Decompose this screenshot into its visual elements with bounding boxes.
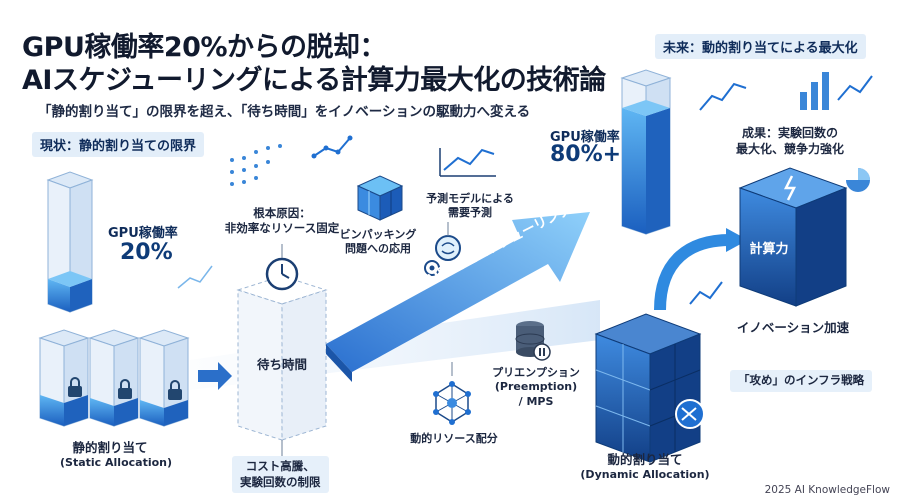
static-allocation-label: 静的割り当て (Static Allocation)	[60, 440, 173, 471]
bin-packing-line-1: ビンパッキング	[339, 228, 417, 241]
arrow-to-waiting	[198, 362, 232, 390]
bin-packing-icon	[356, 175, 404, 221]
preempt-line-2: (Preemption)	[494, 380, 578, 394]
gpu-column-80	[620, 69, 672, 235]
title-line-1: GPU稼働率20%からの脱却：	[22, 32, 387, 63]
dynamic-line-2: (Dynamic Allocation)	[580, 468, 710, 482]
current-state-tag: 現状：静的割り当ての限界	[32, 132, 205, 157]
strategy-label: 「攻め」のインフラ戦略	[730, 370, 873, 392]
network-icon	[433, 362, 471, 425]
bin-packing-label: ビンパッキング 問題への応用	[330, 228, 426, 257]
cost-line-1: コスト高騰、	[245, 459, 315, 473]
predict-line-2: 需要予測	[448, 206, 492, 220]
future-charts-decor	[689, 72, 873, 305]
static-servers	[38, 329, 190, 427]
dynamic-resource-label: 動的リソース配分	[410, 432, 498, 445]
root-cause-line-1: 根本原因：	[253, 206, 311, 220]
waiting-time-label: 待ち時間	[256, 357, 307, 372]
result-line-2: 最大化、競争力強化	[735, 141, 844, 156]
compute-label: 計算力	[749, 242, 789, 257]
sparkline-decor	[177, 135, 353, 289]
innovation-label: イノベーション加速	[736, 320, 850, 335]
root-cause-line-2: 非効率なリソース固定	[224, 220, 340, 235]
future-state-tag: 未来：動的割り当てによる最大化	[655, 34, 866, 59]
lightning-icon	[783, 175, 797, 201]
cost-label: コスト高騰、 実験回数の制限	[232, 456, 329, 494]
solution-arrow	[326, 212, 590, 382]
preempt-line-3: / MPS	[518, 394, 554, 408]
compute-cube	[738, 167, 848, 307]
cost-line-2: 実験回数の制限	[240, 474, 321, 489]
prediction-chart-icon	[439, 148, 496, 177]
result-label: 成果：実験回数の 最大化、競争力強化	[730, 126, 850, 157]
gpu-label-future: GPU稼働率	[550, 130, 620, 145]
preempt-line-1: プリエンプション	[492, 366, 580, 379]
brain-gear-icon	[424, 235, 461, 276]
clock-icon	[265, 257, 299, 291]
predict-line-1: 予測モデルによる	[426, 192, 514, 205]
title-line-2: AIスケジューリングによる計算力最大化の技術論	[22, 65, 606, 96]
preemption-label: プリエンプション (Preemption) / MPS	[488, 366, 584, 409]
dynamic-allocation-label: 動的割り当て (Dynamic Allocation)	[580, 452, 710, 483]
gpu-label-current: GPU稼働率	[108, 226, 178, 241]
dynamic-line-1: 動的割り当て	[607, 452, 683, 467]
subtitle: 「静的割り当て」の限界を超え、「待ち時間」をイノベーションの駆動力へ変える	[38, 104, 531, 120]
data-dots-decor	[230, 144, 282, 186]
waiting-box	[236, 275, 328, 441]
gpu-column-20	[46, 171, 94, 313]
upgrade-arrow	[654, 234, 731, 311]
gpu-value-current: 20%	[120, 240, 173, 265]
root-cause-label: 根本原因： 非効率なリソース固定	[222, 206, 342, 236]
footer-credit: 2025 AI KnowledgeFlow	[764, 484, 890, 496]
static-line-1: 静的割り当て	[72, 440, 148, 455]
bin-packing-line-2: 問題への応用	[345, 242, 411, 256]
prediction-label: 予測モデルによる 需要予測	[418, 192, 522, 221]
result-line-1: 成果：実験回数の	[741, 126, 838, 140]
gpu-value-future: 80%+	[550, 142, 622, 167]
dynamic-servers	[594, 313, 705, 463]
database-icon	[515, 321, 551, 361]
static-line-2: (Static Allocation)	[60, 456, 173, 470]
